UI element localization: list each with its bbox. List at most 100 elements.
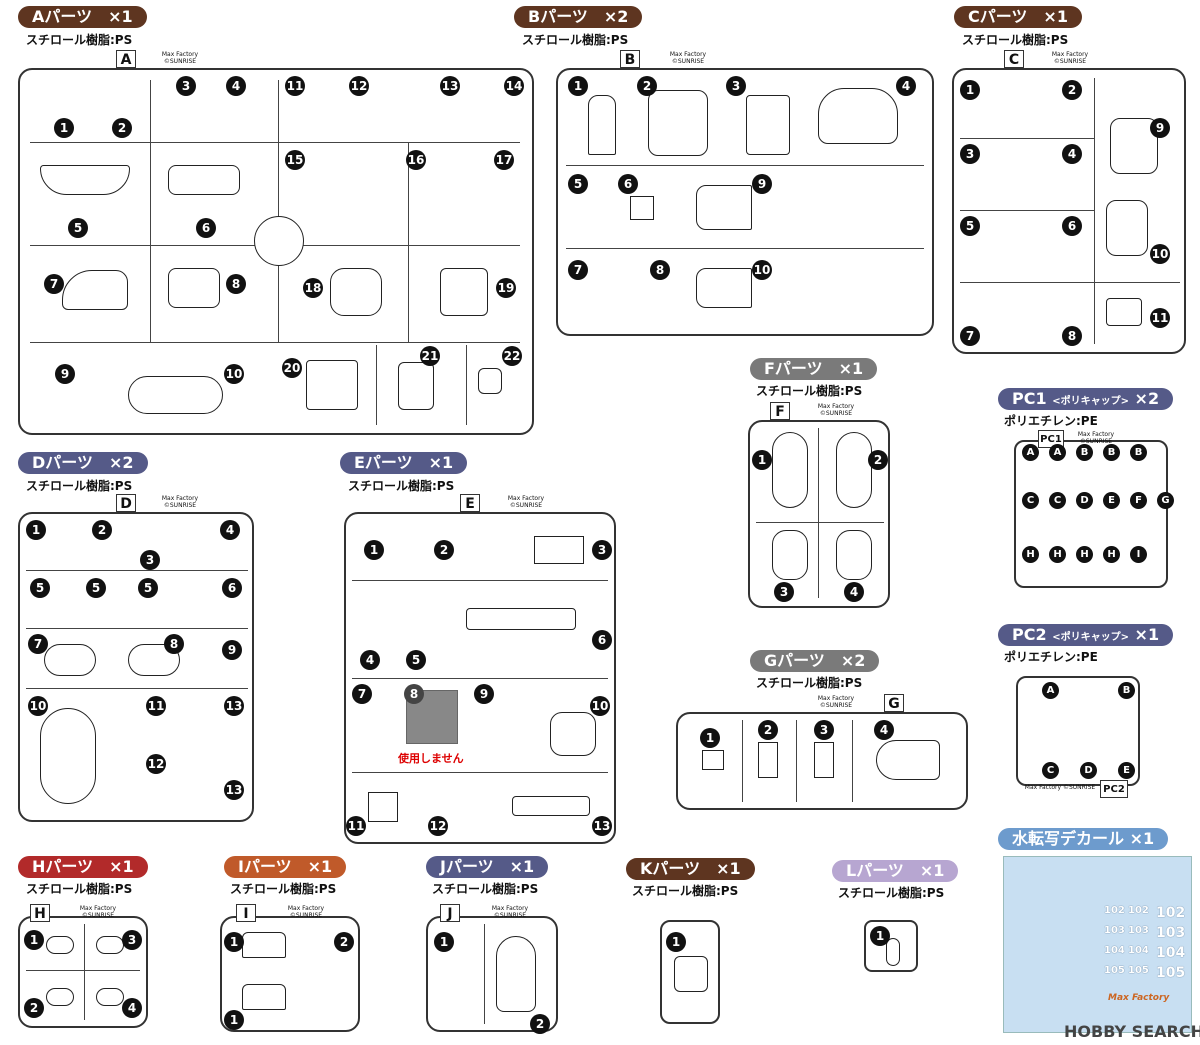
part-a-4: 4: [226, 76, 246, 96]
brand-line1: Max Factory: [1024, 784, 1062, 791]
part-b1-shape: [588, 95, 616, 155]
set-l-material: スチロール樹脂:PS: [838, 886, 945, 900]
pc1-part-g: G: [1157, 492, 1174, 509]
part-a18-shape: [330, 268, 382, 316]
decal-number: 102: [1104, 905, 1125, 916]
brand-label: Max Factory©SUNRISE: [266, 905, 346, 919]
part-d-4: 4: [220, 520, 240, 540]
decal-number: 103: [1156, 925, 1186, 941]
pc1-part-b: B: [1103, 444, 1120, 461]
pc2-part-e: E: [1118, 762, 1135, 779]
part-c-1: 1: [960, 80, 980, 100]
brand-line2: ©SUNRISE: [509, 502, 543, 509]
brand-label: Max Factory ©SUNRISE: [1020, 784, 1100, 791]
part-a22-shape: [478, 368, 502, 394]
part-e-13: 13: [592, 816, 612, 836]
brand-line1: Max Factory: [491, 905, 529, 912]
part-d-5a: 5: [30, 578, 50, 598]
pc1-part-a: A: [1049, 444, 1066, 461]
part-i-1b: 1: [224, 1010, 244, 1030]
set-b-title: Bパーツ ×2: [514, 6, 643, 28]
part-d-9: 9: [222, 640, 242, 660]
pc1-part-c: C: [1049, 492, 1066, 509]
brand-line2: ©SUNRISE: [81, 912, 115, 919]
pc1-part-b: B: [1076, 444, 1093, 461]
part-a-21: 21: [420, 346, 440, 366]
pc2-part-b: B: [1118, 682, 1135, 699]
watermark: HOBBY SEARCH: [1064, 1022, 1200, 1041]
runner-a-tag: A: [116, 50, 136, 68]
brand-label: Max Factory©SUNRISE: [1056, 431, 1136, 445]
part-d-7: 7: [28, 634, 48, 654]
brand-line1: Max Factory: [79, 905, 117, 912]
decal-number: 105: [1128, 965, 1149, 976]
unused-part-note: 使用しません: [398, 752, 464, 765]
set-pc2-title: PC2 <ポリキャップ> ×1: [998, 624, 1174, 646]
brand-line1: Max Factory: [161, 51, 199, 58]
set-d-title: Dパーツ ×2: [18, 452, 148, 474]
brand-line1: Max Factory: [507, 495, 545, 502]
part-f-2: 2: [868, 450, 888, 470]
part-a19-shape: [440, 268, 488, 316]
brand-line1: Max Factory: [1077, 431, 1115, 438]
part-i-2: 2: [334, 932, 354, 952]
part-j2-shape: [496, 936, 536, 1012]
part-f2-shape: [836, 432, 872, 508]
part-i-1a: 1: [224, 932, 244, 952]
part-a5-shape: [40, 165, 130, 195]
decal-number: 105: [1104, 965, 1125, 976]
part-a10-shape: [128, 376, 223, 414]
part-b9-shape: [696, 185, 752, 230]
part-b-10: 10: [752, 260, 772, 280]
decal-number: 102: [1156, 905, 1186, 921]
runner-e-tag: E: [460, 494, 480, 512]
set-c-title: Cパーツ ×1: [954, 6, 1082, 28]
set-h-title: Hパーツ ×1: [18, 856, 148, 878]
part-a7-shape: [62, 270, 128, 310]
set-b-material: スチロール樹脂:PS: [522, 33, 629, 47]
part-a-19: 19: [496, 278, 516, 298]
part-e-6: 6: [592, 630, 612, 650]
decal-number: 105: [1156, 965, 1186, 981]
part-h-3: 3: [122, 930, 142, 950]
part-h-2: 2: [24, 998, 44, 1018]
part-g-2: 2: [758, 720, 778, 740]
decal-number: 102: [1128, 905, 1149, 916]
brand-line2: ©SUNRISE: [163, 502, 197, 509]
set-f-title: Fパーツ ×1: [750, 358, 878, 380]
part-b-9: 9: [752, 174, 772, 194]
part-c-8: 8: [1062, 326, 1082, 346]
part-h-1: 1: [24, 930, 44, 950]
brand-line2: ©SUNRISE: [163, 58, 197, 65]
part-a-15: 15: [285, 150, 305, 170]
set-g-material: スチロール樹脂:PS: [756, 676, 863, 690]
part-c11-shape: [1106, 298, 1142, 326]
part-d-6: 6: [222, 578, 242, 598]
part-e-11: 11: [346, 816, 366, 836]
part-c-7: 7: [960, 326, 980, 346]
part-a-16: 16: [406, 150, 426, 170]
part-c-11: 11: [1150, 308, 1170, 328]
part-h-4: 4: [122, 998, 142, 1018]
decal-title: 水転写デカール ×1: [998, 828, 1169, 850]
pc1-part-a: A: [1022, 444, 1039, 461]
part-c-9: 9: [1150, 118, 1170, 138]
runner-j-tag: J: [440, 904, 460, 922]
part-d-13b: 13: [224, 780, 244, 800]
brand-label: Max Factory©SUNRISE: [140, 495, 220, 509]
part-h4-shape: [96, 988, 124, 1006]
part-e-10: 10: [590, 696, 610, 716]
part-d-5b: 5: [86, 578, 106, 598]
set-f-material: スチロール樹脂:PS: [756, 384, 863, 398]
pc1-part-h: H: [1076, 546, 1093, 563]
decal-number: 103: [1104, 925, 1125, 936]
brand-line2: ©SUNRISE: [819, 702, 853, 709]
brand-line1: Max Factory: [1051, 51, 1089, 58]
part-i1b-shape: [242, 984, 286, 1010]
part-b-4: 4: [896, 76, 916, 96]
part-b10-shape: [696, 268, 752, 308]
part-e-4: 4: [360, 650, 380, 670]
set-j-material: スチロール樹脂:PS: [432, 882, 539, 896]
part-d-11: 11: [146, 696, 166, 716]
part-a8-shape: [168, 268, 220, 308]
